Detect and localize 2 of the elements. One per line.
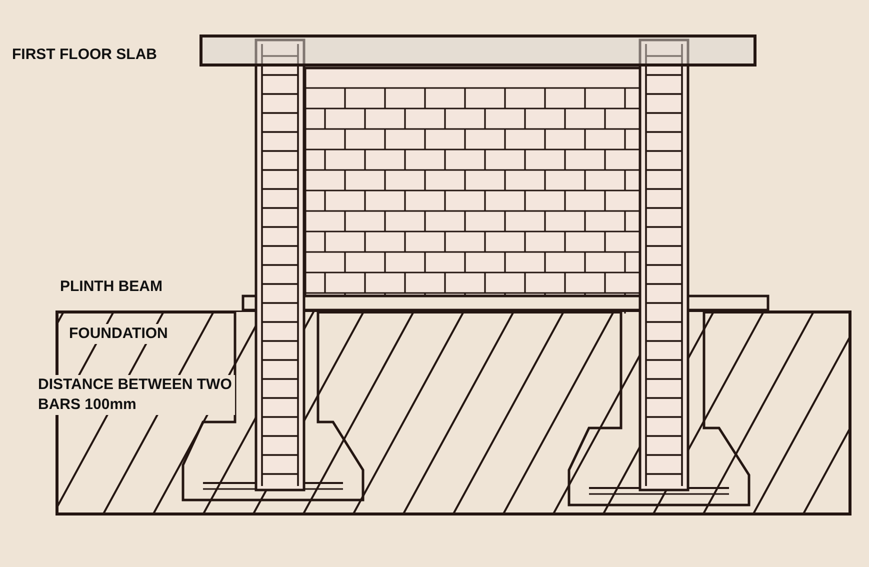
part-label: FOUNDATION — [67, 324, 170, 344]
part-label: DISTANCE BETWEEN TWO BARS 100mm — [36, 375, 235, 415]
